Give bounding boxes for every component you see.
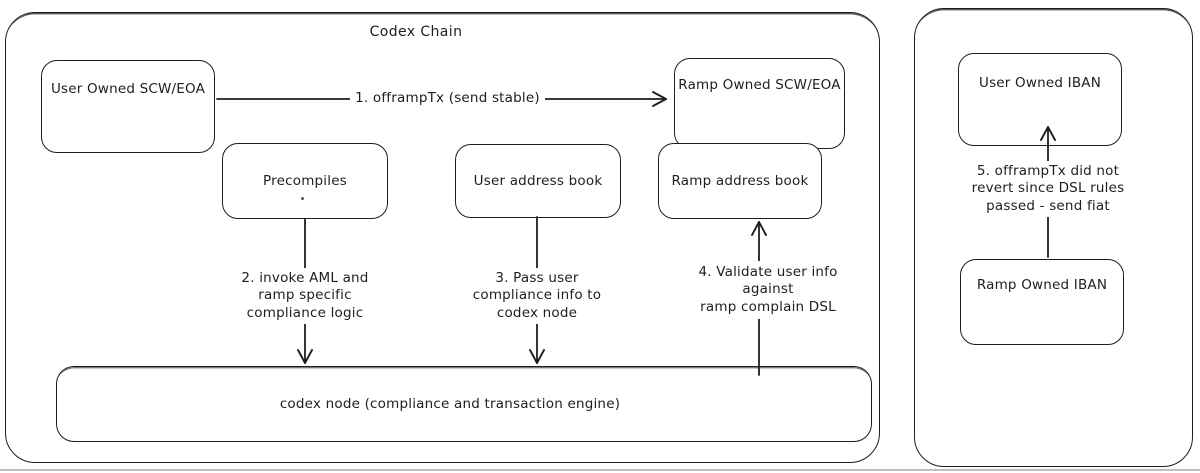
- node-label: Ramp address book: [671, 172, 809, 189]
- edge-label-2: 2. invoke AML and ramp specific complian…: [227, 268, 383, 324]
- codex-chain-container: [5, 12, 880, 463]
- stray-dot: [301, 197, 304, 200]
- node-precompiles: Precompiles: [222, 143, 388, 219]
- edge-label-5: 5. offrampTx did not revert since DSL ru…: [960, 161, 1136, 217]
- edge-label-4: 4. Validate user info against ramp compl…: [676, 261, 860, 319]
- node-label: codex node (compliance and transaction e…: [279, 395, 621, 412]
- node-label: User Owned SCW/EOA: [50, 81, 206, 97]
- bottom-hairline: [0, 469, 1200, 471]
- node-ramp-address-book: Ramp address book: [658, 143, 822, 219]
- node-ramp-owned-scw-eoa: Ramp Owned SCW/EOA: [674, 58, 845, 149]
- node-label: User Owned IBAN: [978, 75, 1102, 91]
- node-label: Ramp Owned IBAN: [976, 277, 1108, 293]
- codex-chain-title: Codex Chain: [369, 24, 463, 40]
- node-codex-node: codex node (compliance and transaction e…: [56, 366, 872, 442]
- edge-label-1: 1. offrampTx (send stable): [350, 88, 545, 109]
- node-ramp-owned-iban: Ramp Owned IBAN: [960, 259, 1124, 345]
- node-user-address-book: User address book: [455, 144, 621, 218]
- node-user-owned-iban: User Owned IBAN: [958, 53, 1122, 146]
- node-user-owned-scw-eoa: User Owned SCW/EOA: [41, 60, 215, 153]
- node-label: Precompiles: [263, 172, 347, 189]
- node-label: Ramp Owned SCW/EOA: [678, 77, 841, 93]
- node-label: User address book: [473, 172, 603, 189]
- edge-label-3: 3. Pass user compliance info to codex no…: [459, 268, 615, 324]
- fiat-rail-container: [914, 8, 1193, 467]
